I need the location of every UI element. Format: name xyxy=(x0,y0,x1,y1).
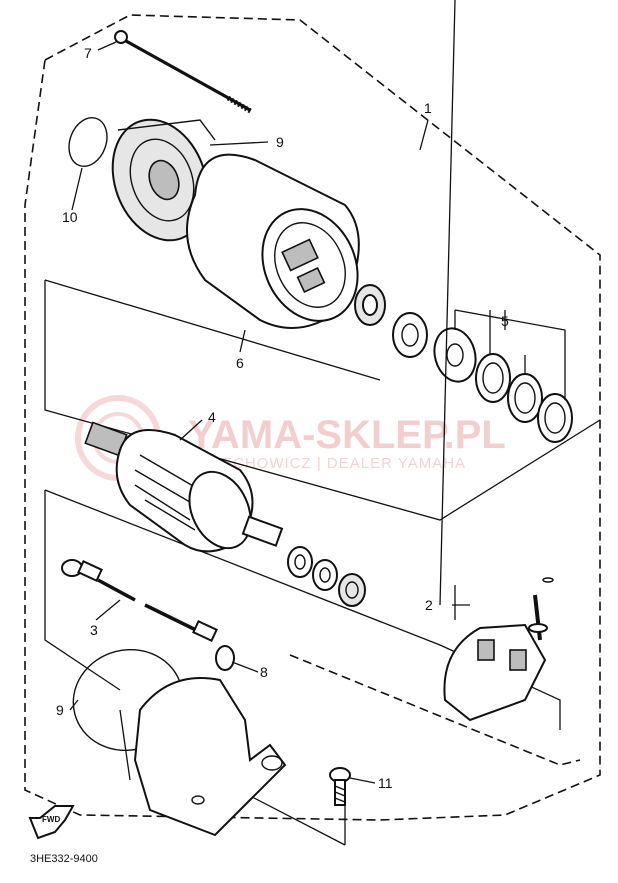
callout-4: 4 xyxy=(208,409,216,425)
oil-seal xyxy=(392,312,428,358)
brush-holder xyxy=(443,577,554,722)
callout-8: 8 xyxy=(260,664,268,680)
callout-11: 11 xyxy=(378,775,393,791)
yoke-bracket-lines xyxy=(44,279,601,521)
diagram-code: 3HE332-9400 xyxy=(30,853,98,865)
washer-set xyxy=(433,327,573,443)
watermark-tagline: CIECHOWICZ | DEALER YAMAHA xyxy=(205,455,466,472)
callout-1: 1 xyxy=(424,100,432,116)
rear-cover xyxy=(133,677,287,837)
yoke-body xyxy=(186,153,360,329)
callouts: 1 2 3 4 5 6 7 8 9 9 10 11 xyxy=(56,45,509,791)
watermark-brand: YAMA-SKLEP.PL xyxy=(188,413,506,457)
assembly-boundary xyxy=(24,14,601,821)
fwd-label: FWD xyxy=(42,815,60,824)
callout-7: 7 xyxy=(84,45,92,61)
thrust-washers xyxy=(287,546,366,607)
callout-6: 6 xyxy=(236,355,244,371)
watermark: YAMA-SKLEP.PL CIECHOWICZ | DEALER YAMAHA xyxy=(75,395,506,481)
callout-leaders xyxy=(69,0,506,784)
armature xyxy=(84,421,284,553)
callout-9-top: 9 xyxy=(276,134,284,150)
o-ring-front xyxy=(68,117,108,167)
front-housing xyxy=(111,118,216,242)
bearing xyxy=(354,284,386,326)
callout-5: 5 xyxy=(501,313,509,329)
callout-10: 10 xyxy=(62,209,78,225)
small-bolt xyxy=(329,767,351,806)
callout-2: 2 xyxy=(425,597,433,613)
terminal-lead xyxy=(61,559,235,671)
callout-9-bottom: 9 xyxy=(56,702,64,718)
washer-leader-lines xyxy=(454,309,566,400)
callout-3: 3 xyxy=(90,622,98,638)
fwd-arrow: FWD xyxy=(28,805,75,840)
through-bolt xyxy=(114,30,254,115)
